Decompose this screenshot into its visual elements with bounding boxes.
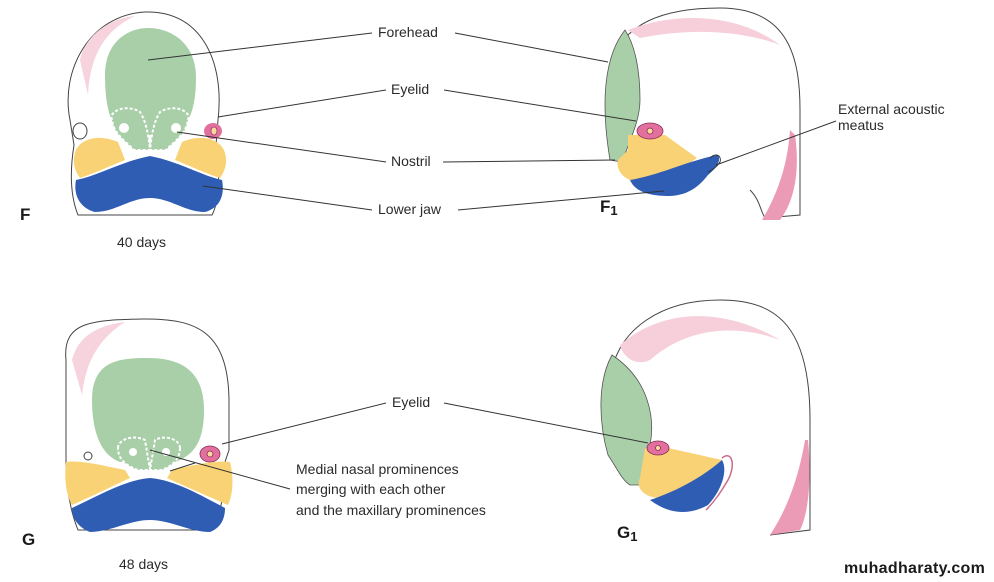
panel-label-g1: G1 (617, 523, 637, 544)
leader-eyelid-g1 (443, 402, 649, 444)
head-g1-outline (611, 299, 811, 536)
maxillary-g-left (65, 461, 130, 505)
leader-eyelid-f (217, 89, 387, 118)
ear-g (83, 451, 93, 461)
panel-label-f1: F1 (600, 197, 618, 218)
leader-eyelid-g (221, 402, 387, 445)
leader-medial-nasal (149, 449, 291, 490)
leader-acoustic (715, 120, 837, 166)
forehead-g (92, 358, 204, 462)
eye-f-inner (210, 126, 218, 136)
skin-pink-g1-top (620, 316, 780, 363)
maxillary-g-right (167, 461, 233, 505)
leader-nostril-f (176, 131, 387, 163)
nostril-f-left (119, 123, 129, 133)
label-external-acoustic-line1: External acoustic (838, 101, 945, 117)
maxillary-f-left (73, 137, 125, 178)
watermark: muhadharaty.com (844, 560, 986, 577)
mandible-g1 (650, 460, 725, 512)
eye-g1-inner (655, 445, 661, 451)
skin-pink-f1-back (762, 130, 797, 220)
leader-forehead-f (147, 32, 373, 61)
label-lower-jaw: Lower jaw (378, 201, 442, 217)
skin-pink-g1-back (770, 440, 810, 535)
leader-medial-nasal-maxillary (169, 462, 196, 472)
label-eyelid-f: Eyelid (391, 81, 430, 97)
nostril-f-right (171, 123, 181, 133)
panel-label-g1-letter: G (617, 523, 631, 542)
nostril-g-left (129, 448, 137, 456)
maxillary-f1 (617, 135, 697, 182)
mandible-f1 (630, 155, 720, 196)
nasal-f (110, 107, 190, 151)
skin-pink-f (80, 16, 135, 95)
label-external-acoustic: External acoustic meatus (838, 101, 945, 133)
ear-f (72, 122, 88, 140)
eye-f1-inner (646, 127, 654, 135)
label-medial-nasal-line3: and the maxillary prominences (296, 501, 486, 518)
panel-label-f1-sub: 1 (610, 203, 618, 218)
head-f-frontal (67, 11, 227, 216)
panel-label-f1-letter: F (600, 197, 611, 216)
age-label-g: 48 days (119, 556, 169, 572)
leader-lowerjaw-f1 (457, 190, 665, 211)
forehead-g1 (600, 354, 652, 486)
leader-forehead-f1 (454, 32, 609, 63)
eye-g-inner (206, 450, 214, 458)
mandible-g (72, 478, 225, 532)
maxillary-f-right (175, 137, 227, 178)
leader-nostril-f1 (442, 159, 616, 163)
mandible-f (75, 156, 223, 212)
panel-label-f: F (20, 205, 31, 224)
label-eyelid-g: Eyelid (392, 394, 431, 410)
head-g-frontal (65, 318, 233, 532)
leader-lines (147, 32, 837, 490)
label-medial-nasal-line1: Medial nasal prominences (296, 461, 459, 477)
leader-lowerjaw-f (202, 185, 373, 211)
label-forehead: Forehead (378, 24, 438, 40)
ear-g1 (705, 455, 734, 511)
ear-meatus-f1 (707, 154, 721, 173)
skin-pink-f1-top (628, 18, 780, 45)
label-medial-nasal-line2: merging with each other (296, 481, 446, 498)
head-f1-lateral (604, 7, 801, 220)
head-g1-lateral (600, 299, 811, 536)
panel-label-g: G (22, 530, 36, 549)
nasal-g (116, 436, 182, 471)
age-label-f: 40 days (117, 234, 167, 250)
maxillary-g1 (638, 448, 722, 498)
skin-pink-g (72, 322, 125, 395)
label-external-acoustic-line2: meatus (838, 117, 884, 134)
leader-eyelid-f1 (443, 89, 637, 122)
panel-label-g1-sub: 1 (630, 529, 638, 544)
label-medial-nasal: Medial nasal prominences merging with ea… (296, 459, 486, 520)
head-f1-outline (611, 7, 801, 219)
label-nostril: Nostril (391, 153, 431, 169)
